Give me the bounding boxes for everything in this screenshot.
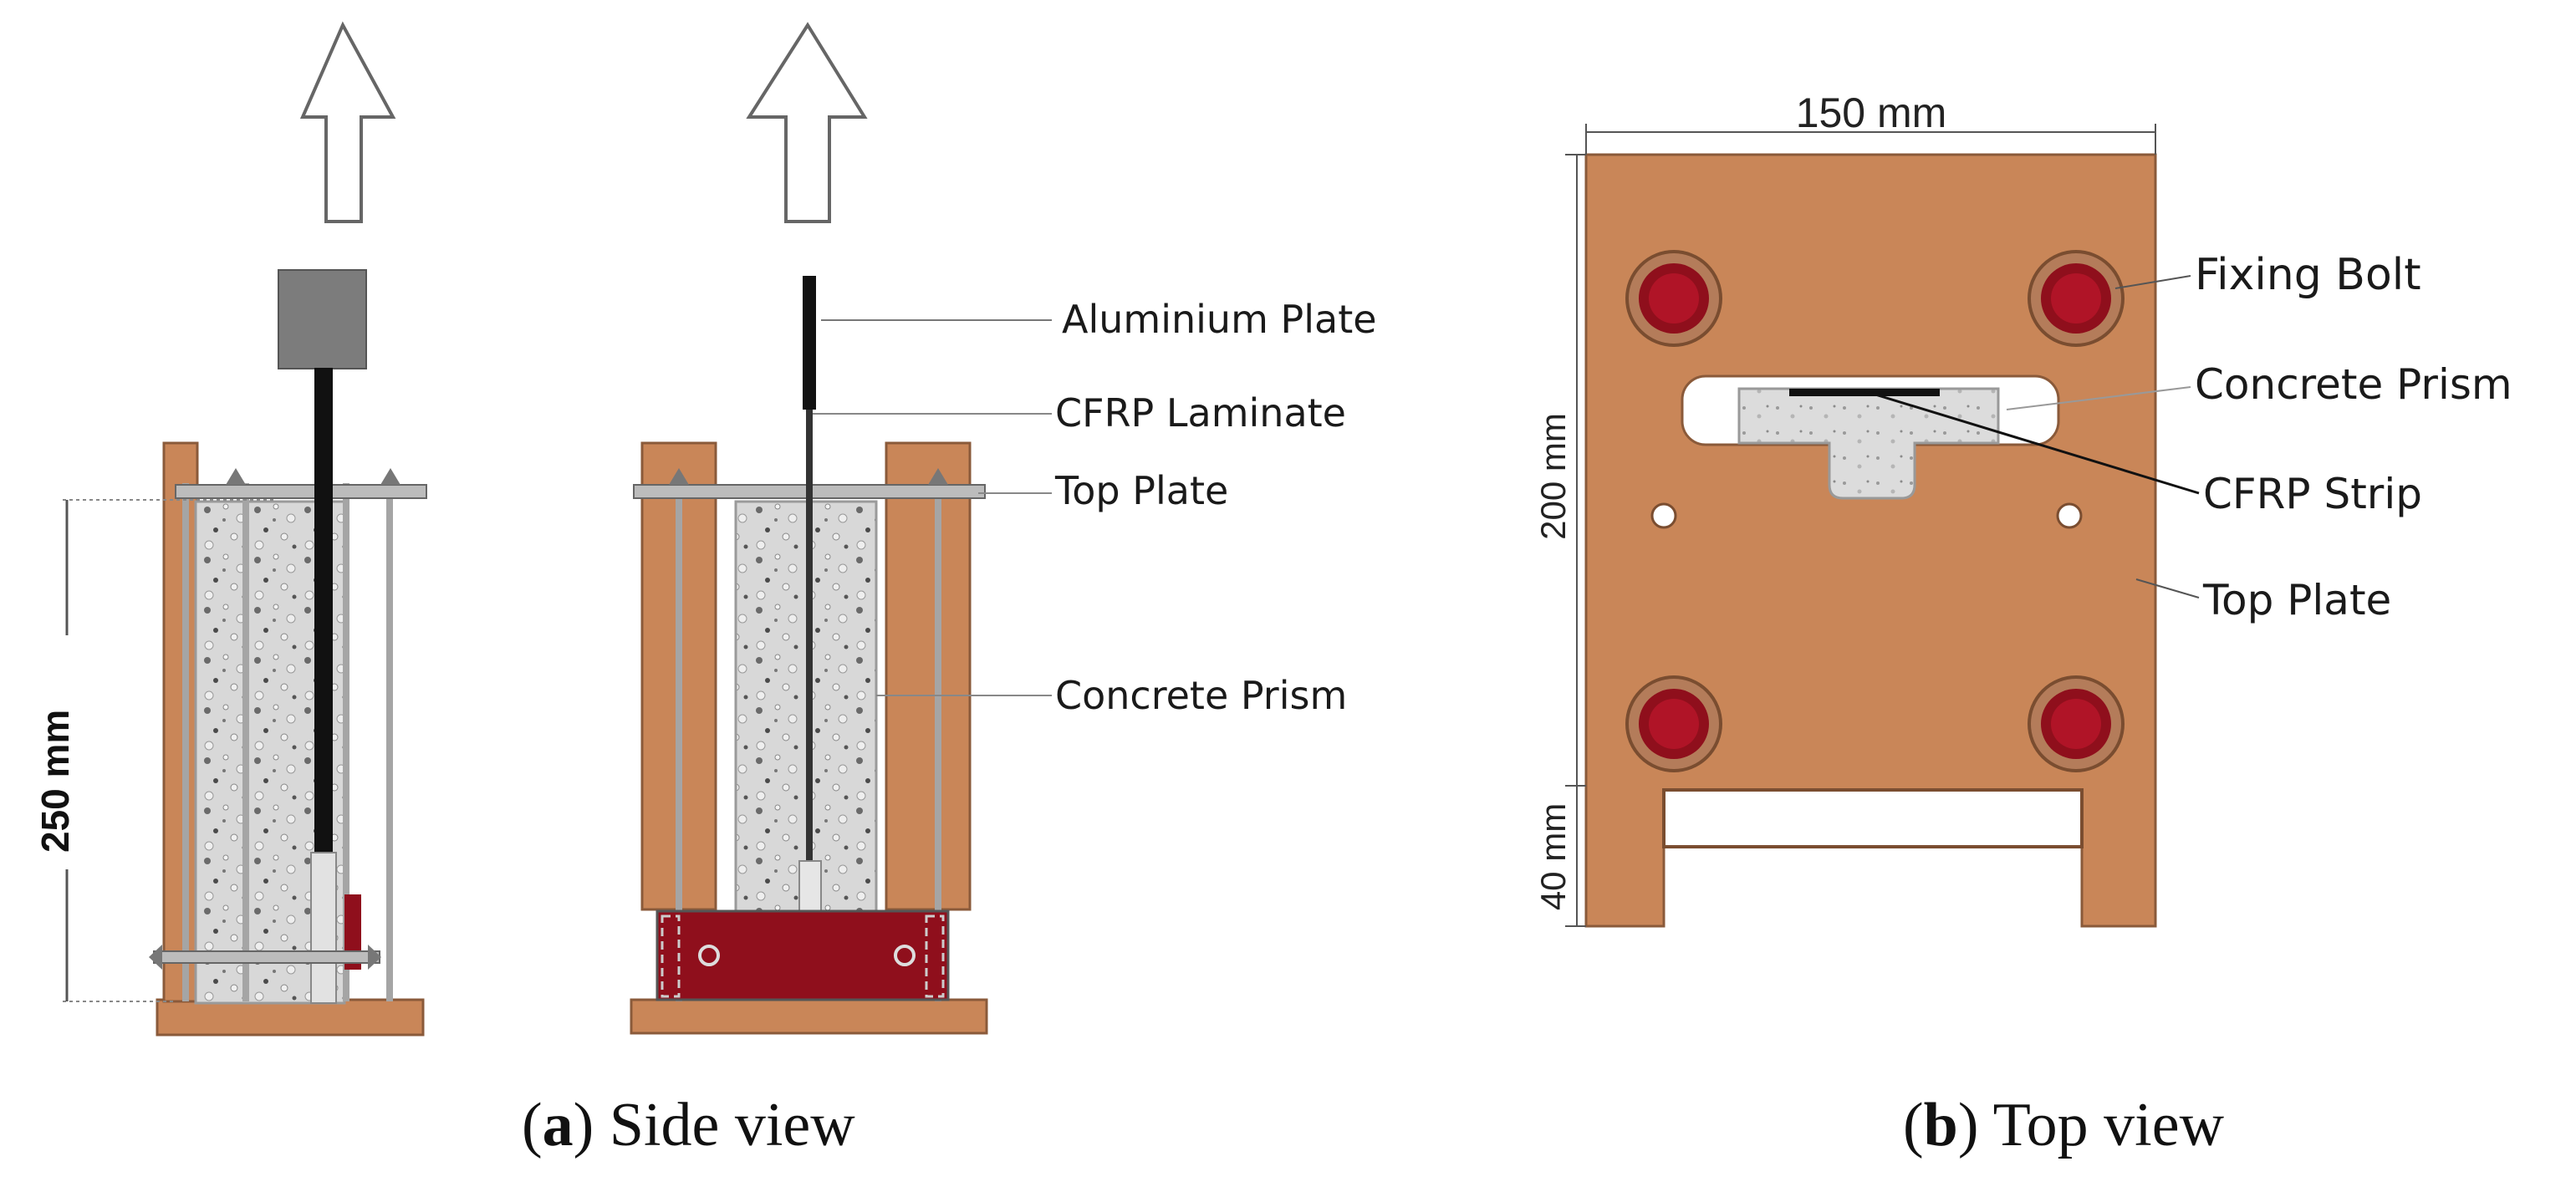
- leader-line: [2135, 578, 2200, 599]
- bolt-column: [661, 914, 681, 998]
- nut-icon: [928, 468, 948, 485]
- nut-icon: [669, 468, 689, 485]
- label-aluminium-plate: Aluminium Plate: [1062, 297, 1377, 342]
- fixing-bolt: [2028, 675, 2125, 772]
- cfrp-laminate: [314, 368, 333, 869]
- bolt-hole-icon: [698, 945, 720, 966]
- nut-icon: [226, 468, 246, 485]
- laminate-bond-zone: [798, 860, 822, 912]
- laminate-bond-zone: [310, 852, 337, 1004]
- side-view-specimen-1: 250 mm: [33, 21, 427, 1037]
- threaded-rod: [676, 483, 682, 1001]
- right-wood-post: [885, 441, 972, 911]
- cfrp-laminate: [806, 410, 813, 861]
- hole-icon: [2056, 502, 2083, 529]
- label-concrete-prism-top: Concrete Prism: [2195, 360, 2512, 409]
- fixing-bolt: [1625, 250, 1722, 347]
- bottom-plate: [630, 998, 988, 1035]
- threaded-rod: [343, 483, 349, 1001]
- label-cfrp-laminate: CFRP Laminate: [1055, 390, 1346, 436]
- threaded-rod: [182, 483, 189, 1001]
- bottom-bar: [153, 950, 380, 964]
- concrete-prism-top: [1737, 387, 2000, 500]
- label-top-plate: Top Plate: [1054, 468, 1228, 513]
- load-arrow-icon: [299, 21, 396, 223]
- label-concrete-prism: Concrete Prism: [1055, 673, 1347, 718]
- threaded-rod: [935, 483, 941, 1001]
- side-view-specimen-2: Aluminium Plate CFRP Laminate Top Plate …: [630, 22, 1377, 1035]
- label-fixing-bolt: Fixing Bolt: [2195, 250, 2421, 300]
- leader-line: [2114, 275, 2191, 289]
- leader-line: [2006, 386, 2191, 410]
- dimension-200mm: 200 mm: [1533, 413, 1573, 540]
- caption-side-view: (a) Side view: [522, 1091, 855, 1159]
- fixing-bolt: [1625, 675, 1722, 772]
- nut-icon: [380, 468, 400, 485]
- bottom-plate: [156, 998, 425, 1037]
- label-top-plate-top: Top Plate: [2202, 576, 2391, 624]
- top-view: Fixing Bolt Concrete Prism CFRP Strip To…: [1533, 89, 2512, 928]
- load-arrow-icon: [746, 22, 868, 223]
- dimension-250mm: 250 mm: [33, 710, 77, 853]
- dimension-40mm: 40 mm: [1533, 803, 1573, 910]
- aluminium-plate: [803, 276, 816, 410]
- slot-shadow: [1662, 788, 2084, 848]
- grip-block: [278, 269, 367, 369]
- caption-top-view: (b) Top view: [1903, 1091, 2225, 1159]
- fixing-bolt: [2028, 250, 2125, 347]
- top-plate-bar: [175, 484, 427, 499]
- threaded-rod: [242, 483, 249, 1001]
- hole-icon: [1650, 502, 1677, 529]
- bolt-column: [925, 914, 945, 998]
- left-wood-post: [162, 441, 199, 1003]
- threaded-rod: [386, 483, 393, 1001]
- dimension-150mm: 150 mm: [1796, 89, 1947, 136]
- nut-icon: [368, 945, 381, 970]
- red-base-block: [655, 909, 950, 1001]
- nut-icon: [149, 945, 162, 970]
- label-cfrp-strip: CFRP Strip: [2203, 470, 2422, 518]
- leader-line: [1864, 390, 2200, 495]
- bolt-hole-icon: [894, 945, 916, 966]
